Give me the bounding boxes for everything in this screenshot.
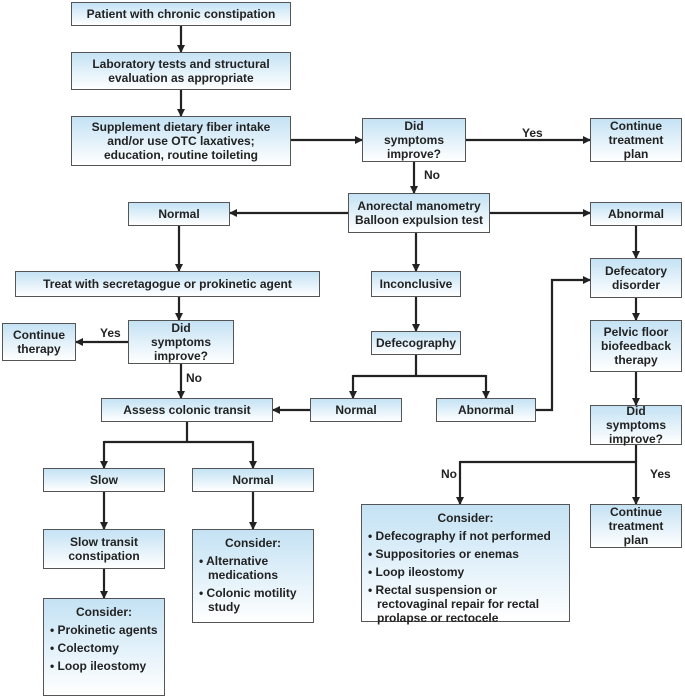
node-improve-1: Did symptoms improve? xyxy=(362,118,466,162)
edge-label-yes: Yes xyxy=(100,326,121,340)
node-continue-1: Continue treatment plan xyxy=(590,118,682,162)
node-text: Continue treatment plan xyxy=(608,119,664,161)
list-item: • Prokinetic agents xyxy=(50,623,158,637)
consider-title: Consider: xyxy=(437,511,494,525)
arrow xyxy=(104,422,253,444)
node-manometry: Anorectal manometry Balloon expulsion te… xyxy=(348,193,490,233)
node-supplement: Supplement dietary fiber intake and/or u… xyxy=(71,116,291,166)
list-item: • Colonic motility study xyxy=(199,586,297,614)
arrow xyxy=(536,276,591,412)
node-lab: Laboratory tests and structural evaluati… xyxy=(71,52,291,90)
list-item: • Defecography if not performed xyxy=(368,529,551,543)
node-patient: Patient with chronic constipation xyxy=(71,2,291,26)
node-treat: Treat with secretagogue or prokinetic ag… xyxy=(15,271,320,297)
node-text: Anorectal manometry Balloon expulsion te… xyxy=(354,199,483,227)
node-text: Slow xyxy=(89,473,118,487)
list-item: • Alternative medications xyxy=(199,554,279,582)
node-text: Normal xyxy=(232,473,274,487)
consider-slow: Consider: • Prokinetic agents • Colectom… xyxy=(43,598,165,696)
node-improve-2: Did symptoms improve? xyxy=(128,320,234,364)
node-continue-2: Continue treatment plan xyxy=(590,504,682,548)
consider-defecatory: Consider: • Defecography if not performe… xyxy=(361,504,570,625)
edge-label-no: No xyxy=(424,168,440,182)
node-text: Abnormal xyxy=(457,403,514,417)
node-normal-1: Normal xyxy=(128,202,230,226)
consider-title: Consider: xyxy=(75,605,132,619)
arrow xyxy=(353,355,486,378)
consider-normal: Consider: • Alternative medications • Co… xyxy=(192,529,314,623)
list-item: • Rectal suspension or rectovaginal repa… xyxy=(368,583,540,625)
node-slow: Slow xyxy=(43,468,165,492)
list-item: • Loop ileostomy xyxy=(50,659,147,673)
node-text: Did symptoms improve? xyxy=(150,321,212,363)
node-defecatory: Defecatory disorder xyxy=(590,258,682,298)
edge-label-no: No xyxy=(441,467,457,481)
edge-label-yes: Yes xyxy=(650,467,671,481)
node-text: Continue treatment plan xyxy=(608,505,664,547)
node-text: Normal xyxy=(158,207,200,221)
edge-label-yes: Yes xyxy=(522,126,543,140)
node-text: Defecatory disorder xyxy=(604,264,668,292)
node-text: Continue therapy xyxy=(13,328,65,356)
node-continue-therapy: Continue therapy xyxy=(2,323,76,361)
node-text: Supplement dietary fiber intake and/or u… xyxy=(91,120,271,162)
node-text: Slow transit constipation xyxy=(68,535,140,563)
node-text: Did symptoms improve? xyxy=(605,404,667,446)
node-improve-3: Did symptoms improve? xyxy=(590,404,682,446)
list-item: • Loop ileostomy xyxy=(368,565,465,579)
node-text: Normal xyxy=(335,403,377,417)
node-text: Defecography xyxy=(375,336,457,350)
node-abnormal-1: Abnormal xyxy=(590,202,682,226)
node-assess: Assess colonic transit xyxy=(101,398,273,422)
node-biofeedback: Pelvic floor biofeedback therapy xyxy=(590,320,682,372)
node-text: Abnormal xyxy=(607,207,664,221)
list-item: • Colectomy xyxy=(50,641,119,655)
consider-title: Consider: xyxy=(224,536,281,550)
list-item: • Suppositories or enemas xyxy=(368,547,519,561)
node-text: Assess colonic transit xyxy=(123,403,251,417)
node-text: Patient with chronic constipation xyxy=(86,7,276,21)
node-text: Did symptoms improve? xyxy=(383,119,445,161)
node-slow-transit: Slow transit constipation xyxy=(43,529,165,569)
node-text: Laboratory tests and structural evaluati… xyxy=(92,57,270,85)
node-normal-2: Normal xyxy=(310,398,402,422)
node-abnormal-2: Abnormal xyxy=(436,398,536,422)
node-text: Pelvic floor biofeedback therapy xyxy=(601,325,672,367)
node-text: Inconclusive xyxy=(379,277,453,291)
node-inconclusive: Inconclusive xyxy=(371,271,461,297)
arrow xyxy=(460,445,638,464)
edge-label-no: No xyxy=(186,371,202,385)
node-text: Treat with secretagogue or prokinetic ag… xyxy=(43,277,292,291)
node-normal-3: Normal xyxy=(192,468,314,492)
node-defecography: Defecography xyxy=(371,331,461,355)
